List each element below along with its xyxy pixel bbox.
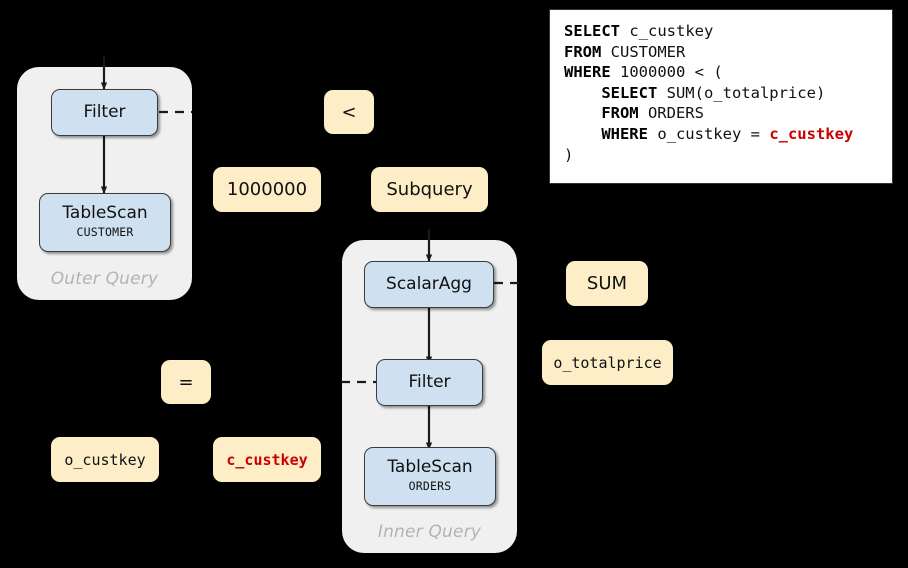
expression-node-column-o-totalprice[interactable]: o_totalprice — [542, 340, 673, 385]
sql-keyword: WHERE — [601, 124, 648, 143]
sql-text: c_custkey — [620, 22, 714, 40]
outer-query-group-label: Outer Query — [50, 269, 159, 289]
operator-title: ScalarAgg — [386, 273, 472, 294]
expression-node-subquery[interactable]: Subquery — [371, 167, 488, 212]
sql-keyword: SELECT — [601, 83, 658, 102]
inner-query-group-label: Inner Query — [377, 522, 482, 542]
sql-line: FROM ORDERS — [564, 103, 878, 124]
operator-title: TableScan — [387, 457, 473, 478]
sql-line: SELECT SUM(o_totalprice) — [564, 83, 878, 104]
operator-node-outer-filter[interactable]: Filter — [51, 89, 158, 136]
sql-line: ) — [564, 145, 878, 166]
operator-node-outer-tablescan[interactable]: TableScan CUSTOMER — [39, 193, 171, 252]
sql-text: 1000000 < ( — [610, 63, 723, 82]
expression-node-inner-operator[interactable]: = — [161, 360, 211, 404]
sql-line: SELECT c_custkey — [564, 21, 878, 42]
operator-subtitle: ORDERS — [408, 479, 452, 494]
sql-keyword: SELECT — [564, 22, 620, 40]
operator-node-inner-tablescan[interactable]: TableScan ORDERS — [364, 447, 496, 506]
sql-text: SUM(o_totalprice) — [657, 83, 826, 102]
expression-node-aggregate-sum[interactable]: SUM — [566, 261, 648, 306]
operator-title: Filter — [83, 101, 126, 122]
operator-subtitle: CUSTOMER — [76, 225, 134, 240]
sql-line: WHERE o_custkey = c_custkey — [564, 124, 878, 145]
sql-text: ORDERS — [638, 104, 704, 123]
sql-keyword: WHERE — [564, 63, 611, 82]
expression-node-outer-operator[interactable]: < — [324, 90, 374, 134]
expression-node-column-c-custkey[interactable]: c_custkey — [213, 437, 321, 482]
operator-node-inner-scalaragg[interactable]: ScalarAgg — [364, 261, 494, 308]
sql-line: WHERE 1000000 < ( — [564, 62, 878, 83]
sql-keyword: FROM — [564, 42, 602, 61]
sql-keyword: FROM — [601, 104, 639, 123]
operator-title: TableScan — [62, 203, 148, 224]
sql-correlated-column: c_custkey — [769, 124, 854, 143]
expression-node-constant-1000000[interactable]: 1000000 — [213, 167, 321, 212]
expression-node-column-o-custkey[interactable]: o_custkey — [51, 437, 159, 482]
sql-text: CUSTOMER — [601, 42, 686, 61]
sql-line: FROM CUSTOMER — [564, 42, 878, 63]
operator-title: Filter — [408, 371, 451, 392]
sql-text: ) — [564, 145, 574, 164]
operator-node-inner-filter[interactable]: Filter — [376, 359, 483, 406]
sql-text: o_custkey = — [647, 124, 770, 143]
